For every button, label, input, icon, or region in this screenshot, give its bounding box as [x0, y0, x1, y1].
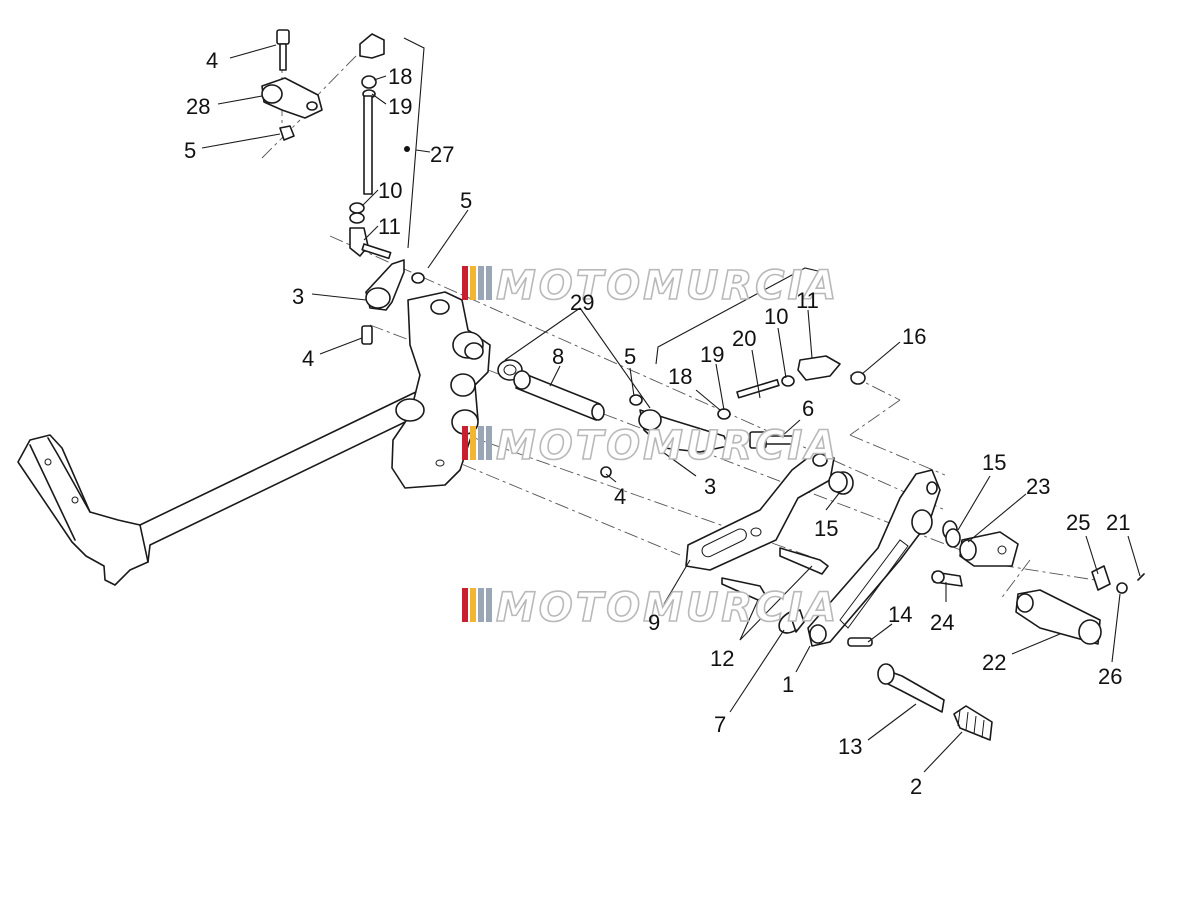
callout-5: 5: [460, 188, 472, 213]
small-link-rod: [717, 355, 866, 420]
callout-10: 10: [378, 178, 402, 203]
callout-13: 13: [838, 734, 862, 759]
callout-28: 28: [186, 94, 210, 119]
svg-text:MOTOMURCIA: MOTOMURCIA: [496, 263, 839, 309]
top-clamp: [261, 29, 323, 141]
svg-text:MOTOMURCIA: MOTOMURCIA: [496, 423, 839, 469]
foot-peg: [847, 637, 993, 741]
callout-22: 22: [982, 650, 1006, 675]
brake-pedal-lever: [17, 389, 431, 586]
kit-dot: [404, 146, 410, 152]
upper-lever: [361, 259, 425, 345]
callout-1: 1: [782, 672, 794, 697]
callout-8: 8: [552, 344, 564, 369]
callout-4: 4: [302, 346, 314, 371]
callout-11: 11: [378, 214, 401, 239]
callout-11: 11: [796, 288, 819, 313]
callout-20: 20: [732, 326, 756, 351]
callout-9: 9: [648, 610, 660, 635]
callout-16: 16: [902, 324, 926, 349]
link-plate: [685, 449, 854, 601]
callout-7: 7: [714, 712, 726, 737]
watermark-bottom: MOTOMURCIA: [462, 584, 839, 632]
callout-3: 3: [292, 284, 304, 309]
watermark-top: MOTOMURCIA: [462, 262, 839, 310]
assembly-axes: [261, 52, 1096, 601]
callout-25: 25: [1066, 510, 1090, 535]
right-side-parts: [828, 471, 1145, 645]
callout-15: 15: [814, 516, 838, 541]
callout-12: 12: [710, 646, 734, 671]
middle-lever: [600, 394, 729, 478]
callout-4: 4: [614, 484, 626, 509]
kit-bracket-right: [655, 267, 823, 365]
svg-text:MOTOMURCIA: MOTOMURCIA: [496, 585, 839, 631]
callout-29: 29: [570, 290, 594, 315]
callout-5: 5: [184, 138, 196, 163]
leader-lines: [201, 44, 1141, 773]
callout-3: 3: [704, 474, 716, 499]
watermark-middle: MOTOMURCIA: [462, 422, 839, 470]
upper-link-rod: [349, 33, 392, 260]
callout-23: 23: [1026, 474, 1050, 499]
callout-labels: 4 28 5 18 19 27 10 11 5 3 4 29 8 5 18 19…: [184, 48, 1130, 799]
callout-27: 27: [430, 142, 454, 167]
callout-10: 10: [764, 304, 788, 329]
callout-6: 6: [802, 396, 814, 421]
callout-15: 15: [982, 450, 1006, 475]
kit-bracket-27: [403, 37, 431, 249]
pivot-shaft: [497, 359, 605, 421]
callout-18: 18: [388, 64, 412, 89]
callout-4: 4: [206, 48, 218, 73]
callout-5: 5: [624, 344, 636, 369]
callout-24: 24: [930, 610, 954, 635]
callout-14: 14: [888, 602, 912, 627]
circlip-7: [778, 611, 797, 634]
callout-26: 26: [1098, 664, 1122, 689]
callout-21: 21: [1106, 510, 1130, 535]
callout-18: 18: [668, 364, 692, 389]
callout-19: 19: [388, 94, 412, 119]
callout-2: 2: [910, 774, 922, 799]
callout-19: 19: [700, 342, 724, 367]
